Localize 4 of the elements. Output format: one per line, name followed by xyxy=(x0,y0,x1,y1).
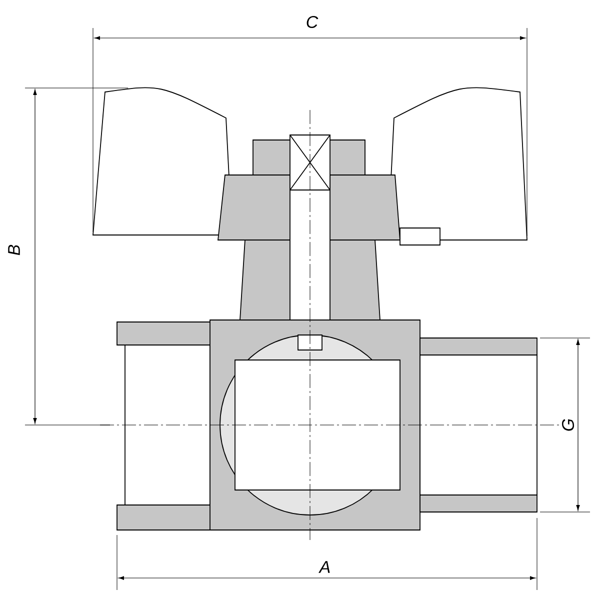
dimension-label: B xyxy=(8,244,20,256)
dimension-label: C xyxy=(306,16,318,28)
dimension-label: A xyxy=(318,561,330,573)
dimension-label: G xyxy=(562,419,574,431)
